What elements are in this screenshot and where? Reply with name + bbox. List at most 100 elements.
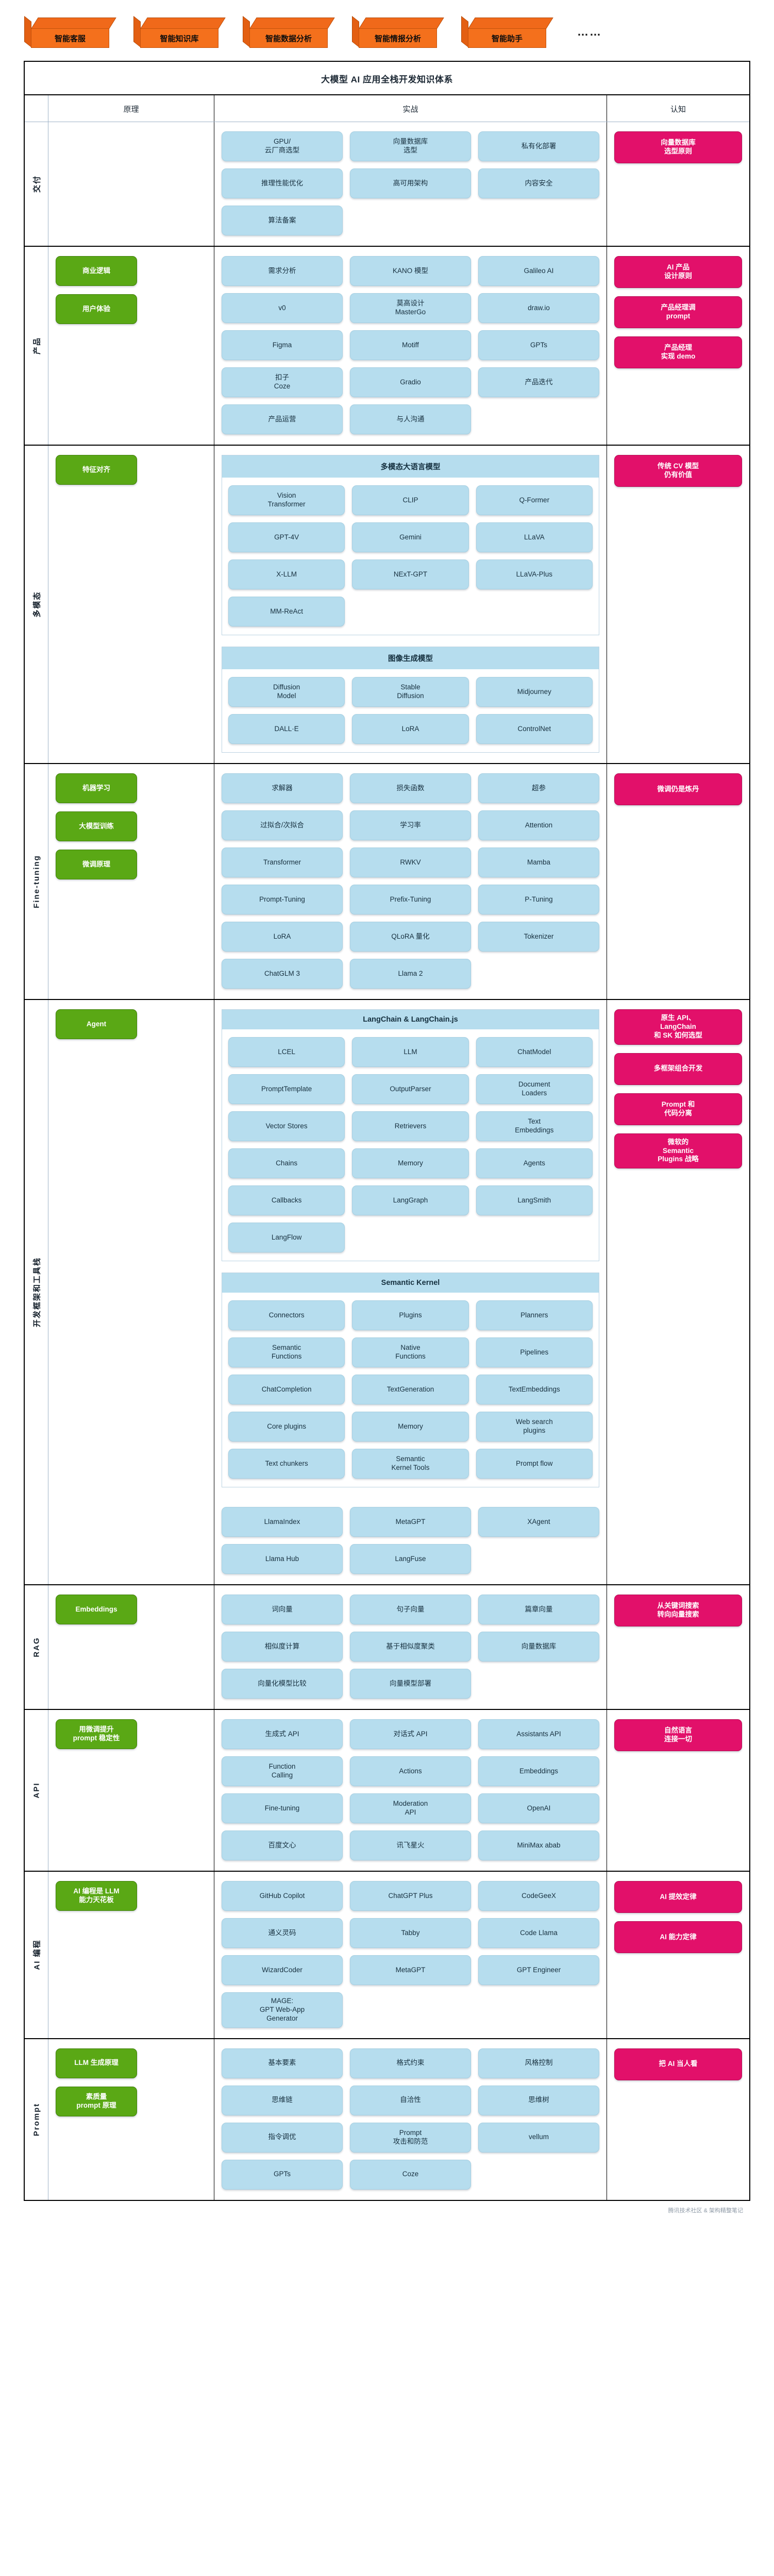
cognition-chip[interactable]: Prompt 和代码分离 bbox=[614, 1093, 742, 1125]
practice-chip[interactable]: v0 bbox=[222, 293, 343, 323]
cognition-chip[interactable]: 微调仍是炼丹 bbox=[614, 773, 742, 805]
practice-chip[interactable]: 百度文心 bbox=[222, 1831, 343, 1860]
practice-chip[interactable]: Plugins bbox=[352, 1300, 469, 1330]
practice-chip[interactable]: Tokenizer bbox=[478, 922, 599, 952]
practice-chip[interactable]: 推理性能优化 bbox=[222, 168, 343, 198]
cognition-chip[interactable]: 从关键词搜索转向向量搜索 bbox=[614, 1595, 742, 1626]
principle-chip[interactable]: 微调原理 bbox=[56, 850, 137, 879]
cognition-chip[interactable]: AI 能力定律 bbox=[614, 1921, 742, 1953]
scenario-cube-3[interactable]: 智能情报分析 bbox=[352, 16, 444, 48]
practice-chip[interactable]: Llama 2 bbox=[350, 959, 471, 989]
practice-chip[interactable]: DALL·E bbox=[228, 714, 345, 744]
practice-chip[interactable]: 对话式 API bbox=[350, 1719, 471, 1749]
practice-chip[interactable]: 私有化部署 bbox=[478, 131, 599, 161]
practice-chip[interactable]: Motiff bbox=[350, 330, 471, 360]
practice-chip[interactable]: Vector Stores bbox=[228, 1111, 345, 1141]
practice-chip[interactable]: GPTs bbox=[478, 330, 599, 360]
practice-chip[interactable]: Planners bbox=[476, 1300, 593, 1330]
practice-chip[interactable]: Mamba bbox=[478, 848, 599, 877]
practice-chip[interactable]: Actions bbox=[350, 1756, 471, 1786]
practice-chip[interactable]: TextEmbeddings bbox=[476, 1375, 593, 1404]
practice-chip[interactable]: LlamaIndex bbox=[222, 1507, 343, 1537]
cognition-chip[interactable]: 产品经理实现 demo bbox=[614, 336, 742, 368]
practice-chip[interactable]: Memory bbox=[352, 1148, 469, 1178]
principle-chip[interactable]: 机器学习 bbox=[56, 773, 137, 803]
practice-chip[interactable]: 求解器 bbox=[222, 773, 343, 803]
practice-chip[interactable]: Midjourney bbox=[476, 677, 593, 707]
practice-chip[interactable]: KANO 模型 bbox=[350, 256, 471, 286]
cognition-chip[interactable]: AI 产品设计原则 bbox=[614, 256, 742, 288]
principle-chip[interactable]: 大模型训练 bbox=[56, 811, 137, 841]
practice-chip[interactable]: RWKV bbox=[350, 848, 471, 877]
practice-chip[interactable]: Prefix-Tuning bbox=[350, 885, 471, 914]
practice-chip[interactable]: Prompt-Tuning bbox=[222, 885, 343, 914]
practice-chip[interactable]: 产品迭代 bbox=[478, 367, 599, 397]
practice-chip[interactable]: Fine-tuning bbox=[222, 1793, 343, 1823]
practice-chip[interactable]: 损失函数 bbox=[350, 773, 471, 803]
practice-chip[interactable]: 算法备案 bbox=[222, 206, 343, 235]
practice-chip[interactable]: 指令调优 bbox=[222, 2122, 343, 2153]
principle-chip[interactable]: 商业逻辑 bbox=[56, 256, 137, 286]
practice-chip[interactable]: 向量模型部署 bbox=[350, 1669, 471, 1699]
practice-chip[interactable]: ChatModel bbox=[476, 1037, 593, 1067]
practice-chip[interactable]: Core plugins bbox=[228, 1412, 345, 1442]
practice-chip[interactable]: Pipelines bbox=[476, 1337, 593, 1367]
practice-chip[interactable]: LangFuse bbox=[350, 1544, 471, 1574]
practice-chip[interactable]: ChatGPT Plus bbox=[350, 1881, 471, 1911]
practice-chip[interactable]: Text chunkers bbox=[228, 1449, 345, 1479]
practice-chip[interactable]: draw.io bbox=[478, 293, 599, 323]
practice-chip[interactable]: Retrievers bbox=[352, 1111, 469, 1141]
practice-chip[interactable]: 生成式 API bbox=[222, 1719, 343, 1749]
scenario-cube-4[interactable]: 智能助手 bbox=[461, 16, 553, 48]
scenario-cube-0[interactable]: 智能客服 bbox=[24, 16, 116, 48]
practice-chip[interactable]: 内容安全 bbox=[478, 168, 599, 198]
practice-chip[interactable]: 高可用架构 bbox=[350, 168, 471, 198]
practice-chip[interactable]: Memory bbox=[352, 1412, 469, 1442]
scenario-cube-2[interactable]: 智能数据分析 bbox=[243, 16, 335, 48]
practice-chip[interactable]: LCEL bbox=[228, 1037, 345, 1067]
cognition-chip[interactable]: 向量数据库选型原则 bbox=[614, 131, 742, 163]
practice-chip[interactable]: MetaGPT bbox=[350, 1955, 471, 1985]
practice-chip[interactable]: 篇章向量 bbox=[478, 1595, 599, 1624]
practice-chip[interactable]: 学习率 bbox=[350, 810, 471, 840]
practice-chip[interactable]: Gradio bbox=[350, 367, 471, 397]
practice-chip[interactable]: XAgent bbox=[478, 1507, 599, 1537]
practice-chip[interactable]: 向量数据库 bbox=[478, 1632, 599, 1662]
principle-chip[interactable]: LLM 生成原理 bbox=[56, 2048, 137, 2078]
practice-chip[interactable]: 句子向量 bbox=[350, 1595, 471, 1624]
practice-chip[interactable]: LLM bbox=[352, 1037, 469, 1067]
principle-chip[interactable]: Embeddings bbox=[56, 1595, 137, 1624]
practice-chip[interactable]: Gemini bbox=[352, 522, 469, 552]
practice-chip[interactable]: Q-Former bbox=[476, 485, 593, 515]
practice-chip[interactable]: vellum bbox=[478, 2122, 599, 2153]
practice-chip[interactable]: 思维链 bbox=[222, 2085, 343, 2115]
practice-chip[interactable]: Galileo AI bbox=[478, 256, 599, 286]
principle-chip[interactable]: 特征对齐 bbox=[56, 455, 137, 485]
practice-chip[interactable]: Embeddings bbox=[478, 1756, 599, 1786]
practice-chip[interactable]: 基于相似度聚类 bbox=[350, 1632, 471, 1662]
cognition-chip[interactable]: 传统 CV 模型仍有价值 bbox=[614, 455, 742, 487]
practice-chip[interactable]: WizardCoder bbox=[222, 1955, 343, 1985]
practice-chip[interactable]: CodeGeeX bbox=[478, 1881, 599, 1911]
practice-chip[interactable]: Attention bbox=[478, 810, 599, 840]
practice-chip[interactable]: LoRA bbox=[352, 714, 469, 744]
practice-chip[interactable]: LLaVA bbox=[476, 522, 593, 552]
practice-chip[interactable]: Llama Hub bbox=[222, 1544, 343, 1574]
